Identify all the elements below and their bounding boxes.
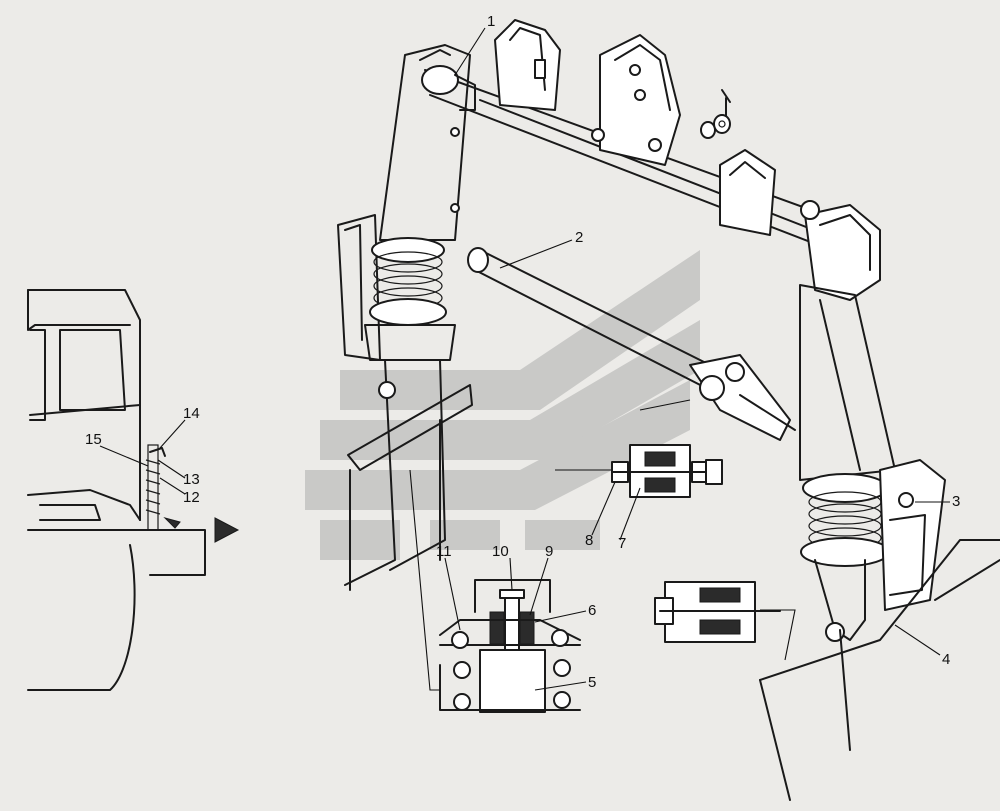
torsion-bar [467, 247, 796, 441]
arrow-icon [214, 517, 240, 543]
upper-crossbar [421, 19, 881, 301]
callout-11: 11 [436, 543, 452, 560]
callout-5: 5 [588, 674, 596, 691]
coil-spring-right [800, 473, 890, 567]
spring-seat-section [409, 469, 581, 713]
watermark-logo [305, 250, 700, 560]
callout-4: 4 [942, 651, 950, 668]
callout-labels: 1 2 3 4 5 6 7 8 9 10 11 12 13 14 15 [85, 13, 960, 691]
callout-10: 10 [492, 543, 509, 560]
callout-8: 8 [585, 532, 593, 549]
left-mount-column [337, 44, 473, 591]
callout-9: 9 [545, 543, 553, 560]
callout-13: 13 [183, 471, 200, 488]
callout-1: 1 [487, 13, 495, 30]
right-mount-column [759, 284, 1000, 801]
callout-12: 12 [183, 489, 200, 506]
callout-leaders [99, 27, 950, 691]
callout-14: 14 [183, 405, 200, 422]
bushing-detail-lower [654, 581, 796, 661]
callout-3: 3 [952, 493, 960, 510]
callout-7: 7 [618, 535, 626, 552]
truck-cab-overview [27, 289, 240, 691]
callout-2: 2 [575, 229, 583, 246]
callout-6: 6 [588, 602, 596, 619]
callout-15: 15 [85, 431, 102, 448]
coil-spring-left [369, 237, 447, 326]
